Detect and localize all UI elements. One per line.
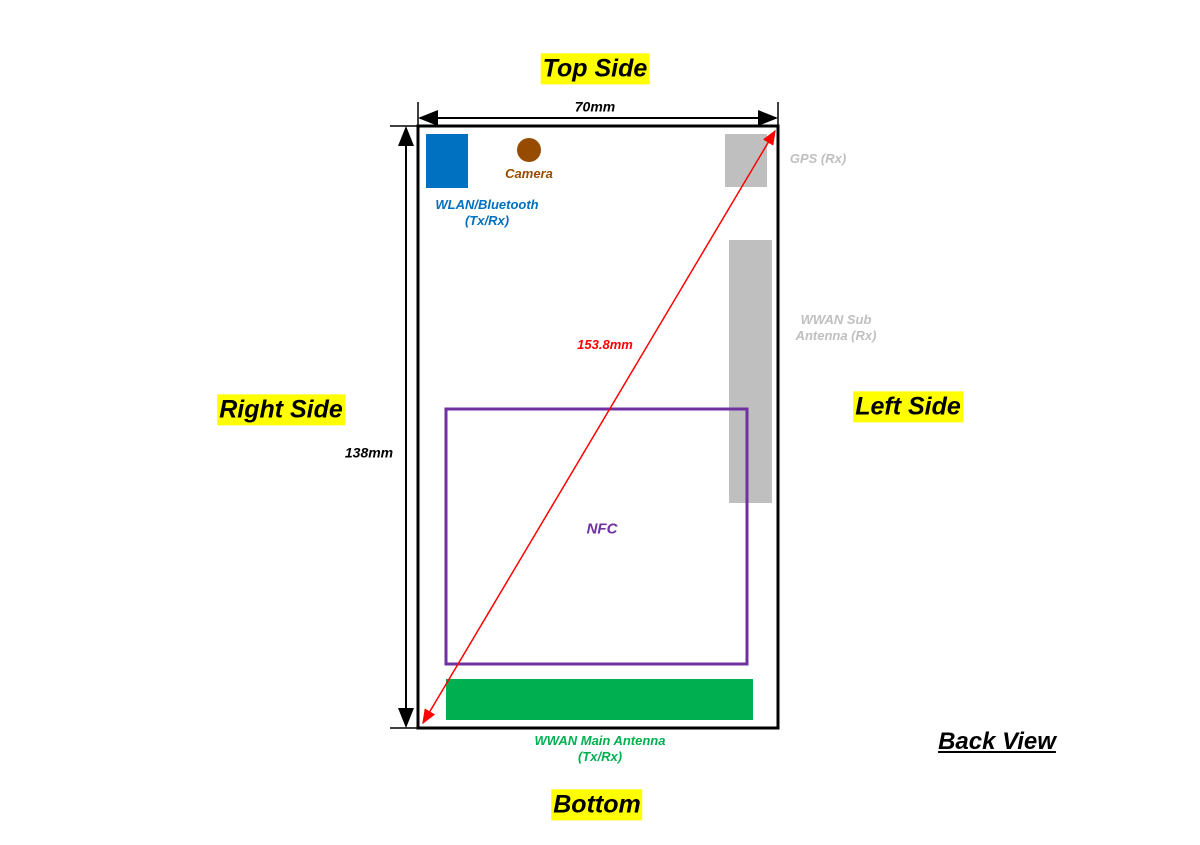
wwan-main-label-line2: (Tx/Rx) (577, 749, 623, 764)
wwan-main-label: WWAN Main Antenna (Tx/Rx) (535, 733, 666, 766)
camera-icon (517, 138, 541, 162)
wwan-main-label-line1: WWAN Main Antenna (534, 732, 666, 748)
wlan-label-line2: (Tx/Rx) (464, 213, 510, 228)
wwan-sub-label: WWAN Sub Antenna (Rx) (796, 312, 877, 345)
width-label: 70mm (574, 98, 616, 115)
right-side-label: Right Side (217, 394, 345, 426)
camera-label: Camera (505, 165, 553, 181)
gps-label: GPS (Rx) (789, 150, 847, 166)
wwan-sub-antenna (729, 240, 772, 503)
wlan-label-line1: WLAN/Bluetooth (435, 196, 539, 212)
back-view-label: Back View (938, 728, 1056, 755)
nfc-label: NFC (586, 520, 618, 538)
wlan-label: WLAN/Bluetooth (Tx/Rx) (435, 197, 538, 230)
wwan-main-antenna (446, 679, 753, 720)
top-side-label: Top Side (540, 53, 650, 85)
wlan-antenna (426, 134, 468, 188)
diagonal-dimension-arrow (422, 129, 776, 725)
diagonal-label: 153.8mm (577, 336, 633, 352)
wwan-sub-label-line1: WWAN Sub (800, 311, 872, 327)
left-side-label: Left Side (853, 391, 963, 423)
wwan-sub-label-line2: Antenna (Rx) (795, 328, 877, 343)
height-label: 138mm (344, 444, 394, 461)
bottom-label: Bottom (551, 789, 643, 821)
